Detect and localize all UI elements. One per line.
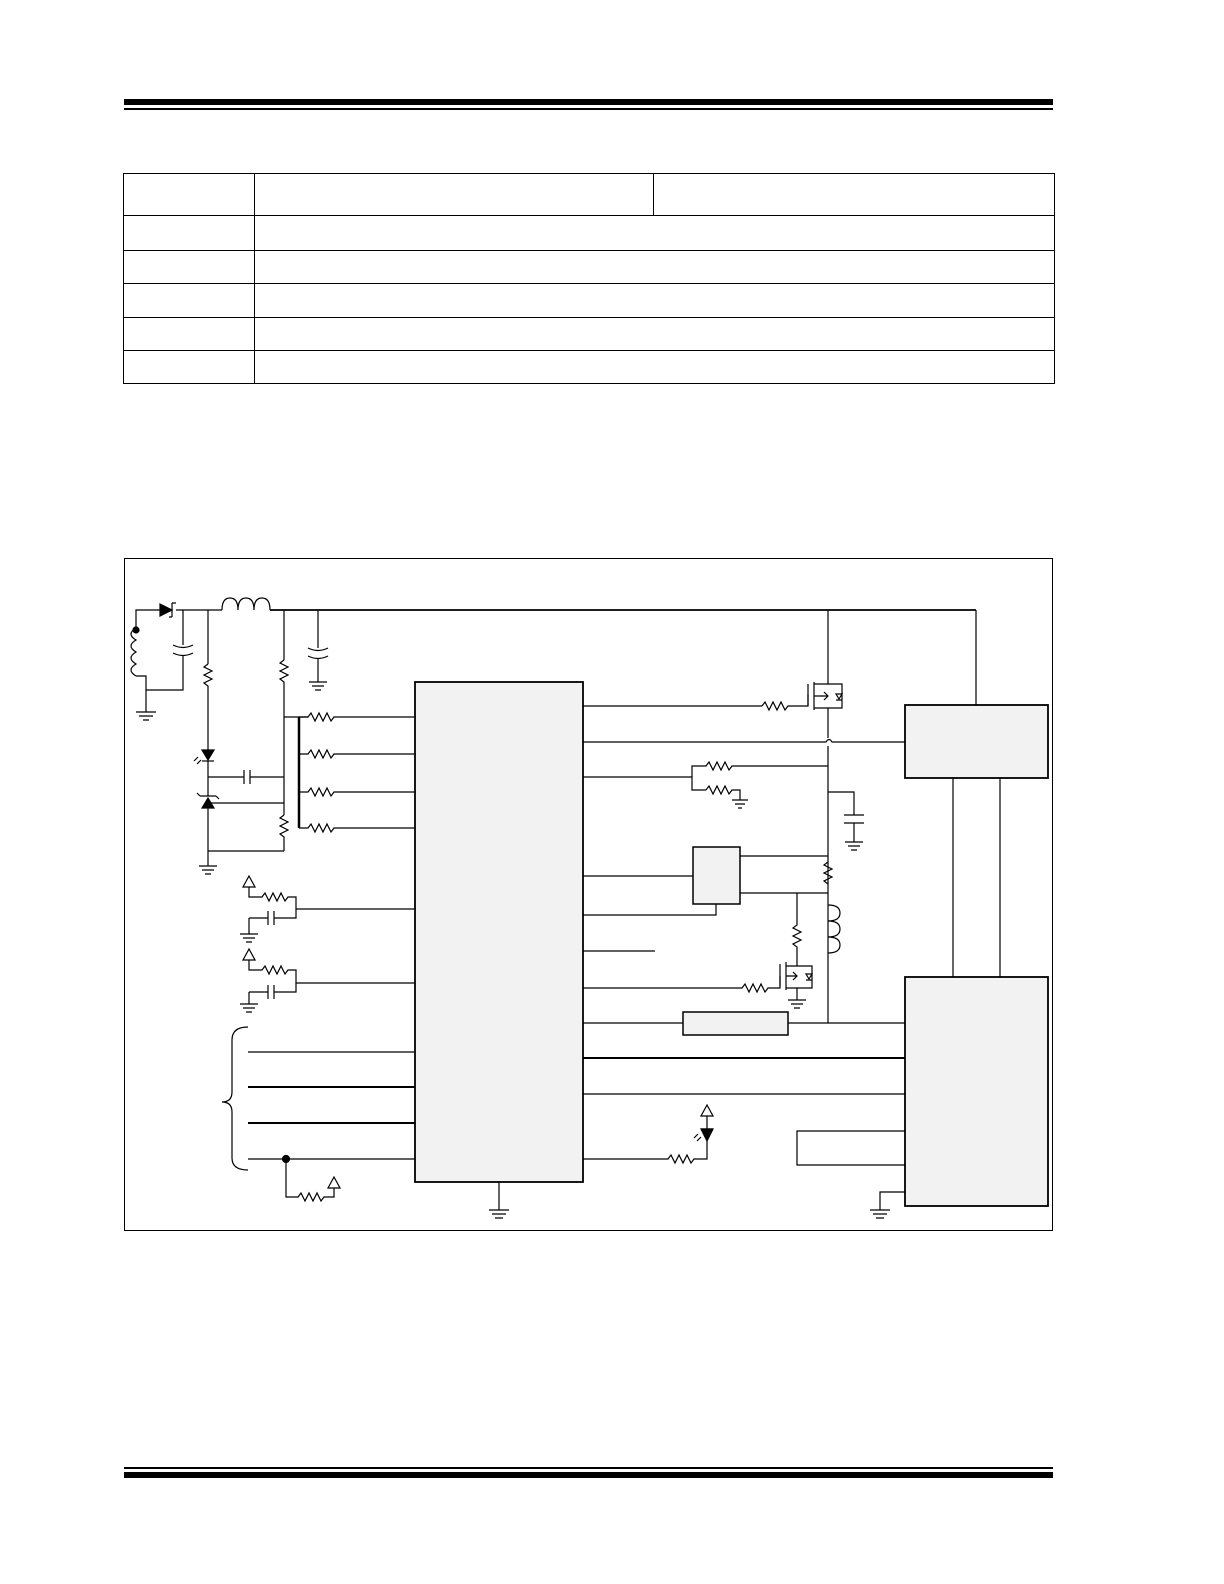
table-cell: [123, 215, 255, 251]
led-icon: [693, 1103, 715, 1143]
sensor-ic: [692, 846, 741, 905]
resistor-icon: [278, 814, 290, 851]
table-cell: [254, 215, 1055, 251]
table-row: [123, 283, 1055, 318]
table-cell: [123, 173, 255, 216]
table-cell: [123, 350, 255, 384]
resistor-icon: [583, 1141, 708, 1165]
sense-resistor: [682, 1011, 789, 1036]
mosfet-icon: [779, 962, 814, 1009]
schematic-frame: [124, 558, 1053, 1231]
resistor-icon: [705, 784, 748, 809]
table-row: [123, 215, 1055, 251]
resistor-icon: [299, 711, 415, 834]
header-rule-thin: [124, 108, 1053, 110]
schottky-diode-icon: [159, 602, 176, 618]
table-cell: [123, 283, 255, 318]
wire: [135, 609, 160, 628]
resistor-icon: [278, 659, 290, 815]
table-cell: [254, 173, 654, 216]
rc-filter-1: [240, 874, 415, 943]
footer-rule-thin: [124, 1467, 1053, 1469]
resistor-icon: [761, 694, 809, 712]
wire: [583, 904, 717, 916]
wire: [583, 776, 706, 791]
ground-icon: [136, 711, 156, 721]
capacitor-icon: [208, 770, 284, 784]
capacitor-icon: [172, 610, 194, 678]
inductor-icon: [221, 597, 271, 611]
lower-right-block: [904, 976, 1049, 1207]
footer-rule-thick: [124, 1472, 1053, 1478]
capacitor-icon: [307, 610, 329, 691]
ground-icon: [199, 865, 217, 875]
led-icon: [193, 749, 216, 765]
resistor-icon: [822, 861, 834, 885]
table-cell: [254, 283, 1055, 318]
header-rule-thick: [124, 99, 1053, 105]
capacitor-icon: [828, 791, 864, 851]
ground-icon: [489, 1182, 509, 1219]
bus-brace: [221, 1026, 249, 1171]
mosfet-icon: [807, 610, 844, 718]
wire: [583, 738, 905, 743]
table-cell: [254, 250, 1055, 284]
rc-filter-2: [240, 947, 415, 1013]
table-cell: [254, 350, 1055, 384]
pin-table: [123, 173, 1055, 384]
resistor-icon: [202, 663, 214, 750]
resistor-icon: [691, 760, 828, 777]
input-coil-icon: [130, 626, 184, 712]
table-cell: [123, 317, 255, 351]
resistor-icon: [791, 893, 803, 966]
main-controller-ic: [414, 681, 584, 1183]
inductor-icon: [827, 904, 841, 954]
wire: [952, 778, 1001, 977]
resistor-icon: [583, 976, 781, 994]
table-row: [123, 350, 1055, 384]
upper-right-block: [904, 704, 1049, 779]
pull-up-resistor: [285, 1159, 342, 1203]
ground-icon: [870, 1191, 905, 1219]
wire: [796, 1130, 905, 1166]
table-row: [123, 250, 1055, 284]
